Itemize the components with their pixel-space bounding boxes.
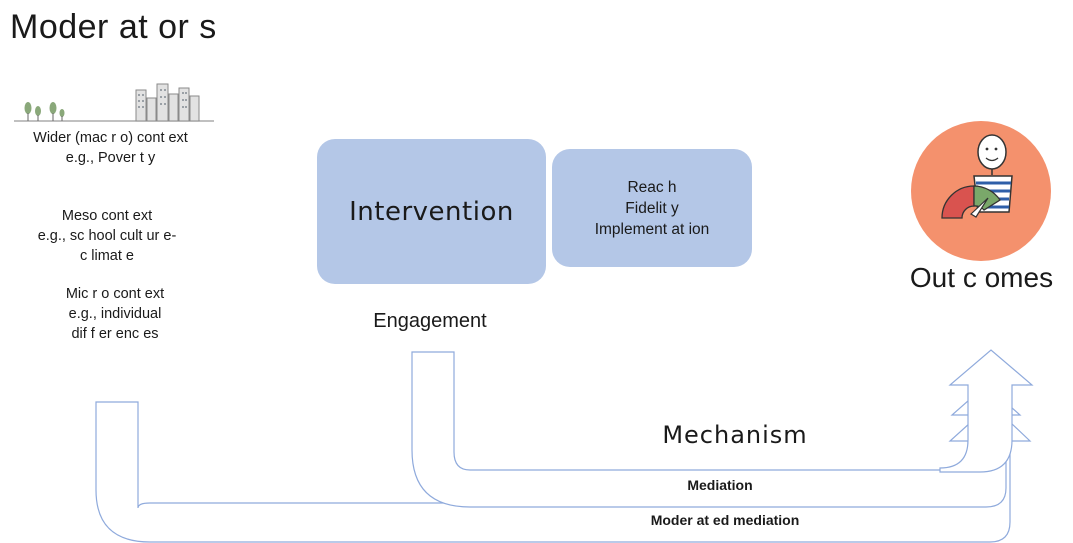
- meso-context-line1: Meso cont ext: [61, 208, 153, 224]
- micro-context-line3: dif f er enc es: [71, 326, 159, 342]
- intervention-label: Intervention: [349, 196, 514, 227]
- outcomes-person-icon: [911, 121, 1051, 261]
- engagement-item-reach: Reac h: [627, 178, 677, 196]
- meso-context-line3: c limat e: [80, 248, 134, 264]
- macro-context-line1: Wider (mac r o) cont ext: [33, 130, 188, 146]
- macro-context-line2: e.g., Pover t y: [65, 150, 156, 166]
- engagement-label: Engagement: [373, 310, 487, 332]
- meso-context: Meso cont ext e.g., sc hool cult ur e- c…: [22, 206, 192, 266]
- meso-context-line2: e.g., sc hool cult ur e-: [37, 228, 177, 244]
- mediation-label: Mediation: [687, 477, 753, 493]
- mechanism-arrow: [939, 349, 1034, 473]
- mediation-arrow: [411, 351, 1022, 508]
- micro-context-line1: Mic r o cont ext: [65, 286, 165, 302]
- cityscape-icon: [14, 83, 214, 122]
- moderators-title: Moder at or s: [10, 8, 217, 46]
- mechanism-label: Mechanism: [662, 421, 808, 449]
- engagement-item-implementation: Implement at ion: [594, 220, 710, 238]
- intervention-box: Intervention: [317, 139, 546, 284]
- macro-context: Wider (mac r o) cont ext e.g., Pover t y: [8, 128, 213, 168]
- moderated-mediation-label: Moder at ed mediation: [650, 512, 800, 528]
- engagement-box: Reac h Fidelit y Implement at ion: [552, 149, 752, 267]
- outcomes-label: Out c omes: [909, 262, 1054, 293]
- engagement-item-fidelity: Fidelit y: [625, 199, 679, 217]
- micro-context: Mic r o cont ext e.g., individual dif f …: [40, 284, 190, 344]
- micro-context-line2: e.g., individual: [68, 306, 162, 322]
